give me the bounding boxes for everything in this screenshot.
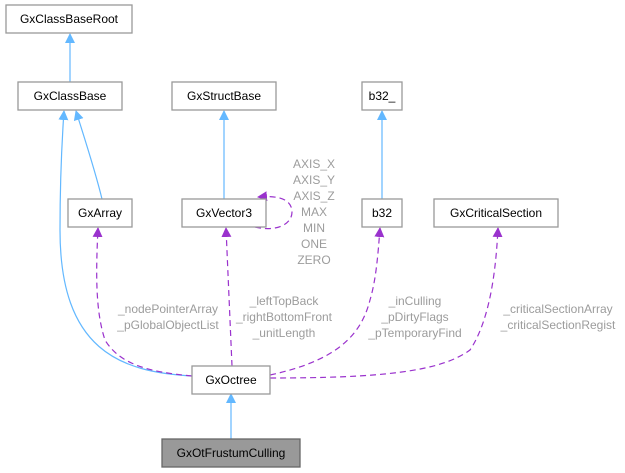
svg-text:GxCriticalSection: GxCriticalSection bbox=[450, 206, 542, 220]
node-b32[interactable]: b32 bbox=[361, 198, 403, 228]
edge-array-to-classbase bbox=[73, 110, 103, 200]
svg-text:AXIS_X: AXIS_X bbox=[293, 157, 335, 171]
svg-text:GxClassBaseRoot: GxClassBaseRoot bbox=[20, 12, 119, 26]
svg-text:GxVector3: GxVector3 bbox=[196, 206, 252, 220]
label-b32: _inCulling _pDirtyFlags _pTemporaryFind bbox=[367, 294, 461, 340]
label-array: _nodePointerArray _pGlobalObjectList bbox=[116, 302, 219, 332]
svg-text:GxClassBase: GxClassBase bbox=[34, 89, 107, 103]
svg-text:MIN: MIN bbox=[303, 221, 325, 235]
svg-text:_pTemporaryFind: _pTemporaryFind bbox=[367, 326, 461, 340]
label-vector3: _leftTopBack _rightBottomFront _unitLeng… bbox=[235, 294, 333, 340]
svg-text:_pGlobalObjectList: _pGlobalObjectList bbox=[116, 318, 219, 332]
svg-text:b32: b32 bbox=[372, 206, 392, 220]
svg-text:_rightBottomFront: _rightBottomFront bbox=[235, 310, 333, 324]
svg-text:GxStructBase: GxStructBase bbox=[187, 89, 261, 103]
svg-text:_pDirtyFlags: _pDirtyFlags bbox=[380, 310, 448, 324]
node-gxclassbase[interactable]: GxClassBase bbox=[17, 81, 123, 111]
svg-text:GxOtFrustumCulling: GxOtFrustumCulling bbox=[177, 446, 286, 460]
node-gxoctree[interactable]: GxOctree bbox=[191, 365, 271, 395]
svg-text:ONE: ONE bbox=[301, 237, 327, 251]
svg-text:_inCulling: _inCulling bbox=[388, 294, 442, 308]
svg-text:_nodePointerArray: _nodePointerArray bbox=[117, 302, 218, 316]
svg-text:_criticalSectionRegist: _criticalSectionRegist bbox=[500, 318, 616, 332]
edge-octree-critical bbox=[269, 227, 503, 379]
node-gxvector3[interactable]: GxVector3 bbox=[181, 198, 267, 228]
edge-octree-array bbox=[92, 227, 193, 377]
node-gxotfrustumculling: GxOtFrustumCulling bbox=[161, 438, 301, 468]
node-gxclassbaseroot[interactable]: GxClassBaseRoot bbox=[5, 4, 133, 34]
svg-text:GxArray: GxArray bbox=[78, 206, 122, 220]
svg-text:ZERO: ZERO bbox=[297, 253, 330, 267]
edge-octree-to-classbase bbox=[58, 110, 193, 377]
svg-text:b32_: b32_ bbox=[369, 89, 396, 103]
label-vector3-self: AXIS_X AXIS_Y AXIS_Z MAX MIN ONE ZERO bbox=[293, 157, 335, 267]
edge-octree-b32 bbox=[269, 227, 385, 376]
svg-text:_leftTopBack: _leftTopBack bbox=[249, 294, 320, 308]
label-critical: _criticalSectionArray _criticalSectionRe… bbox=[500, 302, 616, 332]
edge-octree-vector3 bbox=[221, 227, 233, 367]
node-gxcriticalsection[interactable]: GxCriticalSection bbox=[433, 198, 559, 228]
svg-text:_unitLength: _unitLength bbox=[252, 326, 316, 340]
svg-text:AXIS_Z: AXIS_Z bbox=[293, 189, 334, 203]
node-gxstructbase[interactable]: GxStructBase bbox=[171, 81, 277, 111]
node-gxarray[interactable]: GxArray bbox=[67, 198, 133, 228]
node-b32_[interactable]: b32_ bbox=[361, 81, 403, 111]
svg-text:AXIS_Y: AXIS_Y bbox=[293, 173, 335, 187]
svg-text:MAX: MAX bbox=[301, 205, 327, 219]
svg-text:GxOctree: GxOctree bbox=[205, 373, 257, 387]
edge-vector3-self bbox=[254, 191, 293, 230]
svg-text:_criticalSectionArray: _criticalSectionArray bbox=[502, 302, 612, 316]
